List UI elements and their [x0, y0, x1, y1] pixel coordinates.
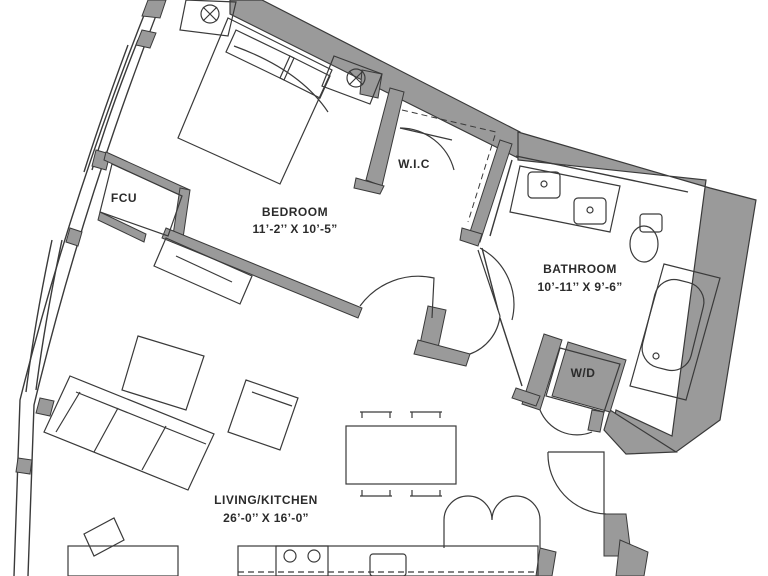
living-kitchen-label: LIVING/KITCHEN — [214, 493, 318, 507]
desk-chair — [67, 517, 179, 576]
bathtub — [629, 263, 721, 401]
coffee-table — [121, 335, 205, 411]
bath-door-leaf[interactable] — [477, 249, 501, 317]
wall-piers-left — [15, 0, 167, 475]
dining-table — [345, 411, 457, 497]
wic-label: W.I.C — [398, 157, 430, 171]
wd-door[interactable] — [539, 409, 593, 436]
bed — [177, 17, 333, 185]
vanity — [509, 165, 621, 233]
bedroom-label: BEDROOM — [261, 205, 329, 219]
entry-door-leaf[interactable] — [548, 451, 605, 514]
wic-door[interactable] — [399, 127, 455, 171]
washer-dryer — [545, 347, 621, 413]
bedroom-door[interactable] — [359, 275, 435, 319]
interior-walls — [97, 69, 649, 576]
toilet — [629, 213, 663, 263]
bedroom-dims: 11’-2’’ X 10’-5” — [252, 222, 338, 236]
bath-door[interactable] — [479, 247, 515, 321]
closet-door-right[interactable] — [469, 315, 501, 355]
wd-label: W/D — [570, 366, 596, 380]
armchair — [227, 379, 299, 451]
kitchen-counter — [237, 495, 541, 576]
bathroom-partition — [481, 155, 689, 387]
fcu-label: FCU — [110, 191, 138, 205]
window-wall-left — [13, 0, 163, 576]
fcu-unit — [99, 163, 183, 237]
wic-shelf — [401, 109, 497, 223]
tv-console — [153, 237, 253, 305]
wic-door-leaf[interactable] — [399, 127, 453, 141]
bathroom-label: BATHROOM — [543, 262, 617, 276]
living-kitchen-dims: 26’-0’’ X 16’-0” — [223, 511, 309, 525]
nightstands — [179, 0, 383, 105]
sofa — [43, 375, 215, 491]
door-swings — [359, 127, 607, 515]
bathroom-dims: 10’-11’’ X 9’-6” — [537, 280, 623, 294]
entry-door[interactable] — [547, 451, 607, 515]
